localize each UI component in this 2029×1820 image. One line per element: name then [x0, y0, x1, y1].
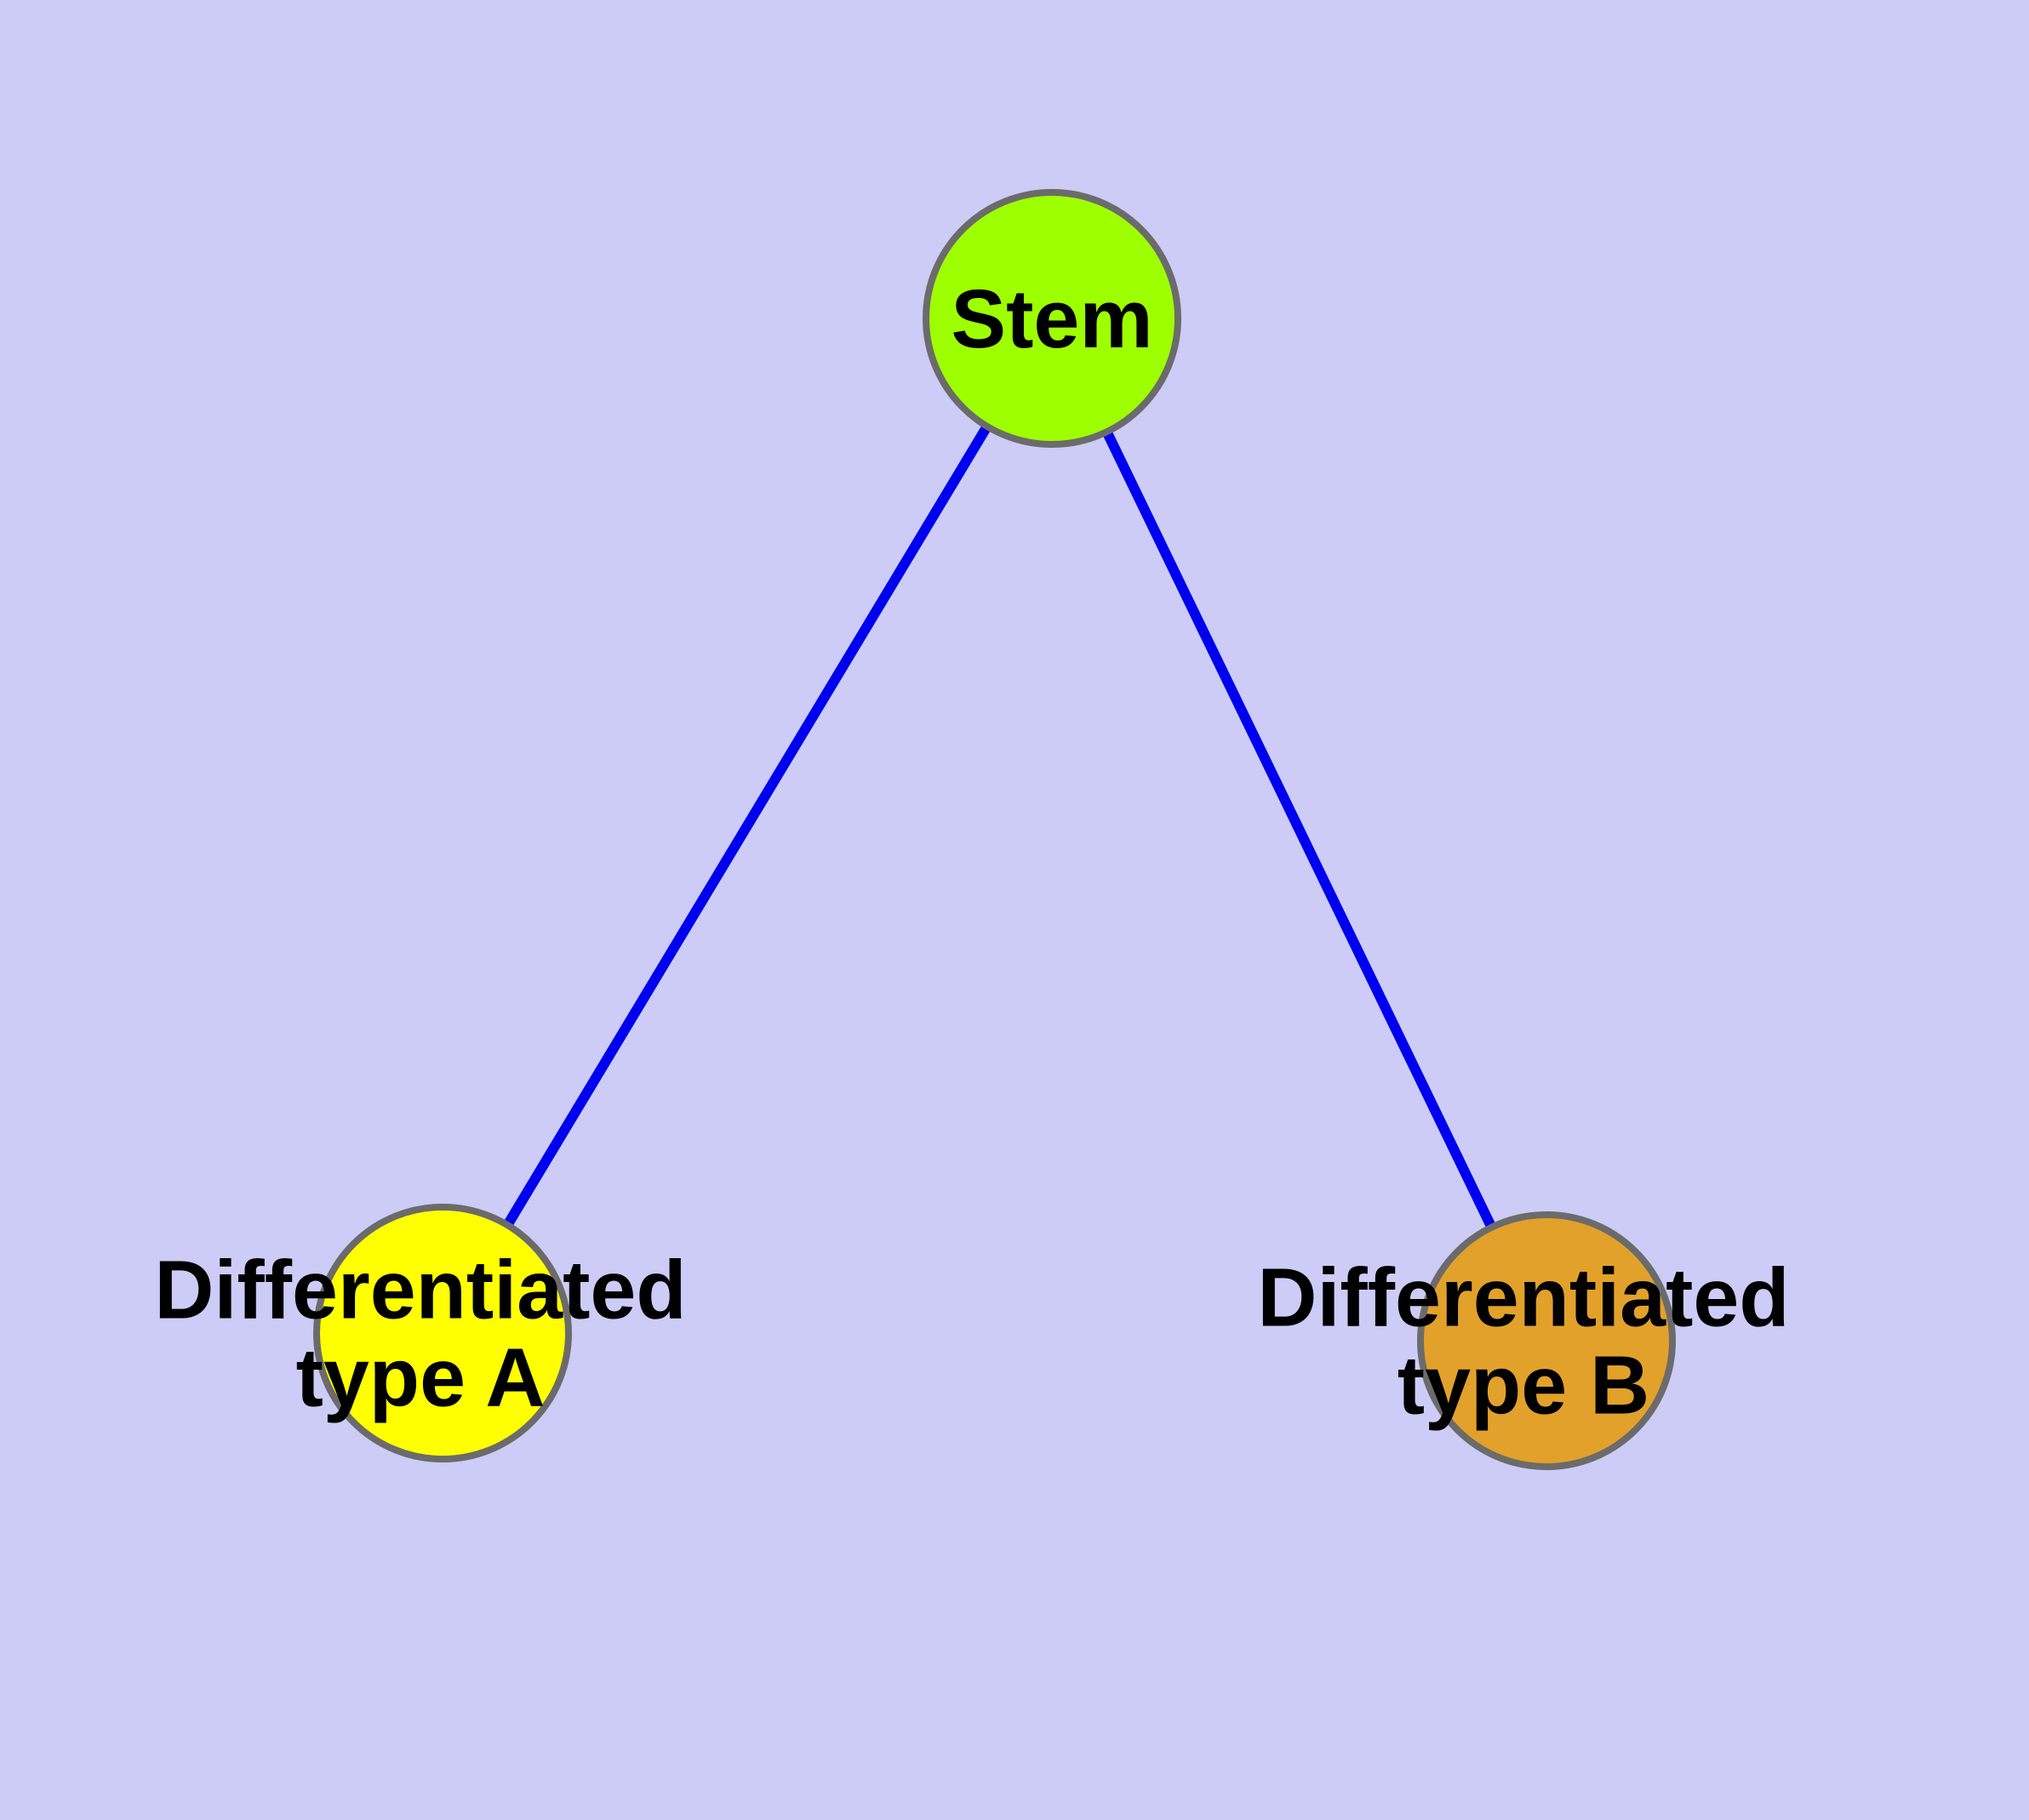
graph-edge[interactable]	[1047, 316, 1552, 1343]
graph-node-stem[interactable]	[923, 189, 1181, 448]
node-label-stem: Stem	[951, 272, 1152, 365]
edges-layer	[437, 315, 1552, 1343]
node-label-line: type A	[296, 1331, 546, 1423]
nodes-layer	[313, 189, 1676, 1470]
graph-node-diff-b[interactable]	[1417, 1211, 1676, 1470]
node-label-line: Differentiated	[1257, 1251, 1789, 1343]
node-label-line: Differentiated	[154, 1243, 686, 1336]
node-label-line: type B	[1397, 1338, 1649, 1431]
graph-edge[interactable]	[437, 315, 1057, 1336]
node-label-line: Stem	[951, 272, 1152, 365]
graph-node-diff-a[interactable]	[313, 1204, 572, 1462]
